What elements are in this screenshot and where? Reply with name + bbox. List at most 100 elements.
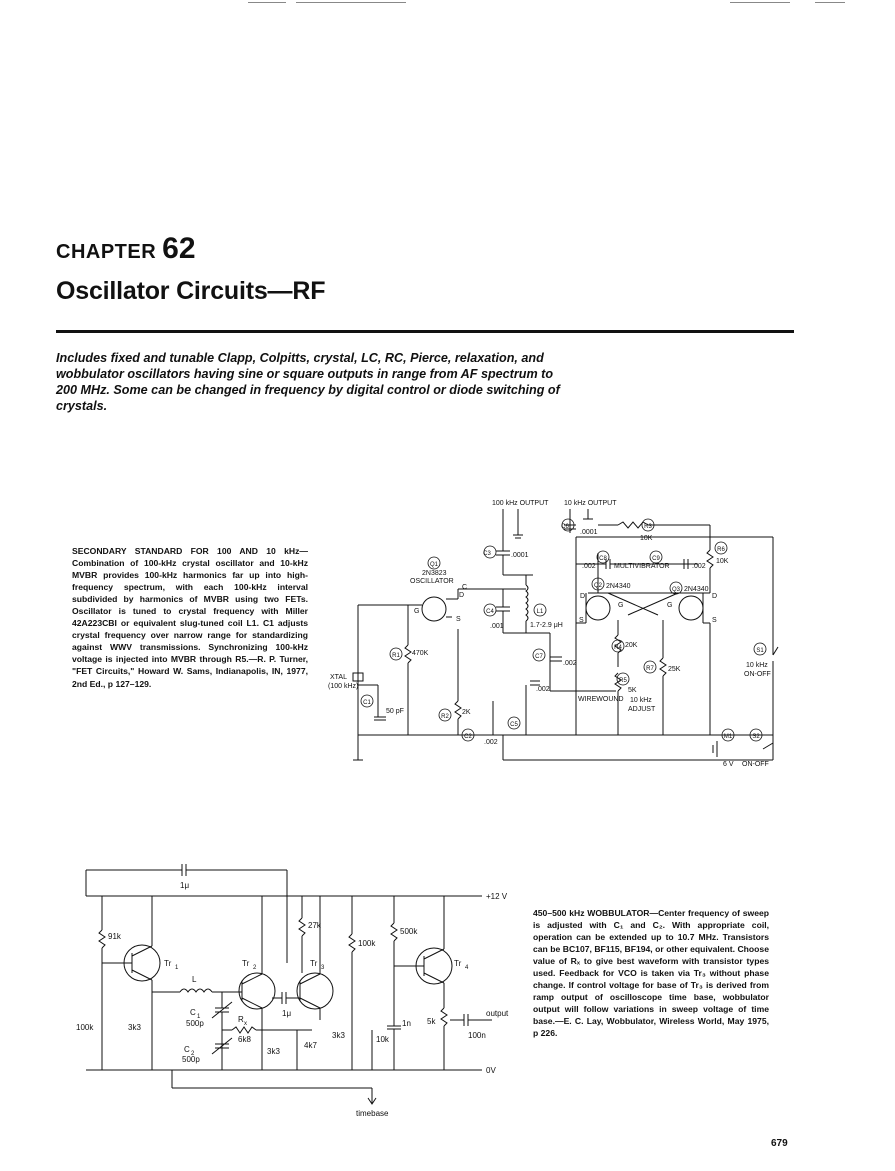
label-xtal: XTAL <box>330 674 347 681</box>
caption-heading: SECONDARY STANDARD FOR 100 AND 10 kHz <box>72 546 300 556</box>
value-c5: .002 <box>536 686 550 693</box>
value-100n: 100n <box>468 1031 486 1040</box>
value-4k7: 4k7 <box>304 1041 317 1050</box>
page-number: 679 <box>771 1138 788 1149</box>
ref-q3: Q3 <box>672 587 681 593</box>
ref-m1: M1 <box>724 734 733 740</box>
caption-secondary-standard: SECONDARY STANDARD FOR 100 AND 10 kHz—Co… <box>72 545 308 690</box>
top-edge-mark <box>248 2 286 3</box>
value-500k: 500k <box>400 927 418 936</box>
ref-l1: L1 <box>537 609 544 615</box>
schematic-labels: 100 kHz OUTPUT 10 kHz OUTPUT C3 .0001 C6… <box>328 500 771 768</box>
ref-c6: C6 <box>561 524 569 530</box>
label-tr3: Tr <box>310 959 318 968</box>
ref-q1: Q1 <box>430 562 439 568</box>
label-output: output <box>486 1009 509 1018</box>
value-c3: .0001 <box>511 552 529 559</box>
chapter-intro: Includes fixed and tunable Clapp, Colpit… <box>56 351 560 413</box>
label-rx-sub: x <box>244 1021 247 1027</box>
value-1n: 1n <box>402 1019 411 1028</box>
caption-body: —Center frequency of sweep is adjusted w… <box>533 908 769 1027</box>
pin-s-q1: S <box>456 616 461 623</box>
label-tr3-sub: 3 <box>321 965 325 971</box>
chapter-number: 62 <box>162 232 196 265</box>
value-r1: 470K <box>412 650 429 657</box>
label-wirewound: WIREWOUND <box>578 696 624 703</box>
page-title: Oscillator Circuits—RF <box>56 277 326 305</box>
ref-c8: C8 <box>599 556 607 562</box>
value-c8: .002 <box>582 563 596 570</box>
value-3k3-c: 3k3 <box>332 1031 345 1040</box>
ref-r4: R4 <box>614 645 622 651</box>
pin-s-q3: S <box>712 617 717 624</box>
value-c1: 50 pF <box>386 708 404 715</box>
label-battery: 6 V <box>723 761 734 768</box>
value-c7: .002 <box>563 660 577 667</box>
title-rule <box>56 330 794 333</box>
pin-d-q2: D <box>580 593 585 600</box>
label-100khz-output: 100 kHz OUTPUT <box>492 500 549 507</box>
pin-d-q1: D <box>459 592 464 599</box>
caption-citation: —R. P. Turner, "FET Circuits," Howard W.… <box>72 654 309 689</box>
pin-s-q2: S <box>579 617 584 624</box>
label-10khz-adjust-1: 10 kHz <box>630 697 652 704</box>
label-c1: C <box>190 1008 196 1017</box>
value-rx: 6k8 <box>238 1035 251 1044</box>
ref-s1: S1 <box>756 648 764 654</box>
value-r6: 10K <box>716 558 729 565</box>
schematic-wobbulator: 1μ +12 V 0V 91k 27k 100k 500k Tr 1 Tr 2 … <box>76 864 509 1118</box>
top-edge-mark <box>815 2 845 3</box>
label-feedback-cap: 1μ <box>180 881 189 890</box>
chapter-label: CHAPTER <box>56 241 157 263</box>
label-tr1-sub: 1 <box>175 965 179 971</box>
value-c1: 500p <box>186 1019 204 1028</box>
ref-c7: C7 <box>535 654 543 660</box>
label-s1-1: 10 kHz <box>746 662 768 669</box>
label-rx: R <box>238 1015 244 1024</box>
value-r7: 25K <box>668 666 681 673</box>
label-multivibrator: MULTIVIBRATOR <box>614 563 670 570</box>
value-c2: 500p <box>182 1055 200 1064</box>
value-27k: 27k <box>308 921 322 930</box>
label-10khz-adjust-2: ADJUST <box>628 706 656 713</box>
value-c9: .002 <box>692 563 706 570</box>
value-100k-a: 100k <box>358 939 376 948</box>
caption-body: —Combination of 100-kHz crystal oscillat… <box>72 546 308 665</box>
label-xtal-freq: (100 kHz) <box>328 683 358 690</box>
label-coil-l: L <box>192 975 197 984</box>
value-c4: .001 <box>490 623 504 630</box>
ref-r1: R1 <box>392 653 400 659</box>
label-c1-sub: 1 <box>197 1014 201 1020</box>
pin-g-q2: G <box>618 602 623 609</box>
ref-r2: R2 <box>441 714 449 720</box>
schematic-secondary-standard: 100 kHz OUTPUT 10 kHz OUTPUT C3 .0001 C6… <box>328 500 779 768</box>
label-tr4-sub: 4 <box>465 965 469 971</box>
value-r5: 5K <box>628 687 637 694</box>
label-plus-12v: +12 V <box>486 892 508 901</box>
pin-d-q3: D <box>712 593 717 600</box>
ref-c4: C4 <box>486 609 494 615</box>
ref-r5: R5 <box>619 678 627 684</box>
ref-c2: C2 <box>464 734 472 740</box>
ref-r6: R6 <box>717 547 725 553</box>
label-10khz-output: 10 kHz OUTPUT <box>564 500 617 507</box>
value-10k: 10k <box>376 1035 390 1044</box>
pin-g-q1: G <box>414 608 419 615</box>
ref-c9: C9 <box>652 556 660 562</box>
label-tr2-sub: 2 <box>253 965 257 971</box>
ref-s2: S2 <box>752 734 760 740</box>
value-r2: 2K <box>462 709 471 716</box>
caption-citation: —E. C. Lay, Wobbulator, Wireless World, … <box>533 1016 769 1039</box>
pin-c-q1: C <box>462 584 467 591</box>
value-91k: 91k <box>108 932 122 941</box>
top-edge-mark <box>296 2 406 3</box>
ref-c1: C1 <box>363 700 371 706</box>
top-edge-mark <box>730 2 790 3</box>
value-3k3-b: 3k3 <box>267 1047 280 1056</box>
role-q1: OSCILLATOR <box>410 578 454 585</box>
value-100k-b: 100k <box>76 1023 94 1032</box>
label-tr4: Tr <box>454 959 462 968</box>
label-0v: 0V <box>486 1066 496 1075</box>
caption-heading: 450–500 kHz WOBBULATOR <box>533 908 650 918</box>
